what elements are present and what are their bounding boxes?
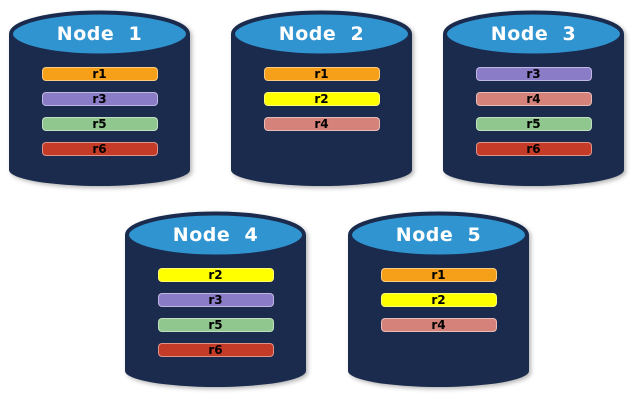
replica-list: r1 r3 r5 r6 [7,67,192,156]
node-cylinder-5: Node 5 r1 r2 r4 [346,210,531,398]
replica-bar-r6: r6 [41,142,158,156]
replica-bar-r2: r2 [157,268,274,282]
node-title: Node 4 [172,224,259,246]
replica-bar-r1: r1 [380,268,497,282]
replica-label: r2 [208,268,223,282]
replica-label: r5 [92,117,107,131]
replica-label: r5 [208,318,223,332]
replica-label: r4 [314,117,329,131]
replica-bar-r4: r4 [475,92,592,106]
replica-label: r1 [92,67,107,81]
replica-bar-r1: r1 [41,67,158,81]
replica-bar-r6: r6 [475,142,592,156]
replica-bar-r6: r6 [157,343,274,357]
replica-bar-r2: r2 [263,92,380,106]
replica-label: r3 [92,92,107,106]
replica-bar-r4: r4 [380,318,497,332]
replica-list: r1 r2 r4 [229,67,414,131]
replica-label: r6 [92,142,107,156]
replica-label: r5 [526,117,541,131]
replica-bar-r2: r2 [380,293,497,307]
node-cylinder-4: Node 4 r2 r3 r5 r6 [123,210,308,398]
node-cylinder-3: Node 3 r3 r4 r5 r6 [441,9,626,197]
replica-list: r3 r4 r5 r6 [441,67,626,156]
replica-label: r1 [431,268,446,282]
replica-label: r3 [526,67,541,81]
replica-bar-r3: r3 [157,293,274,307]
replica-list: r2 r3 r5 r6 [123,268,308,357]
replica-label: r4 [526,92,541,106]
node-title: Node 2 [278,23,365,45]
replica-label: r4 [431,318,446,332]
replica-bar-r5: r5 [157,318,274,332]
replica-label: r6 [208,343,223,357]
node-cylinder-1: Node 1 r1 r3 r5 r6 [7,9,192,197]
replica-bar-r3: r3 [475,67,592,81]
node-title: Node 3 [490,23,577,45]
replica-label: r1 [314,67,329,81]
replica-bar-r5: r5 [475,117,592,131]
replica-list: r1 r2 r4 [346,268,531,332]
replica-label: r6 [526,142,541,156]
node-title: Node 5 [395,224,482,246]
replica-label: r3 [208,293,223,307]
replica-bar-r4: r4 [263,117,380,131]
replica-label: r2 [431,293,446,307]
node-title: Node 1 [56,23,143,45]
replica-bar-r5: r5 [41,117,158,131]
replica-label: r2 [314,92,329,106]
node-cylinder-2: Node 2 r1 r2 r4 [229,9,414,197]
replica-bar-r1: r1 [263,67,380,81]
replica-bar-r3: r3 [41,92,158,106]
